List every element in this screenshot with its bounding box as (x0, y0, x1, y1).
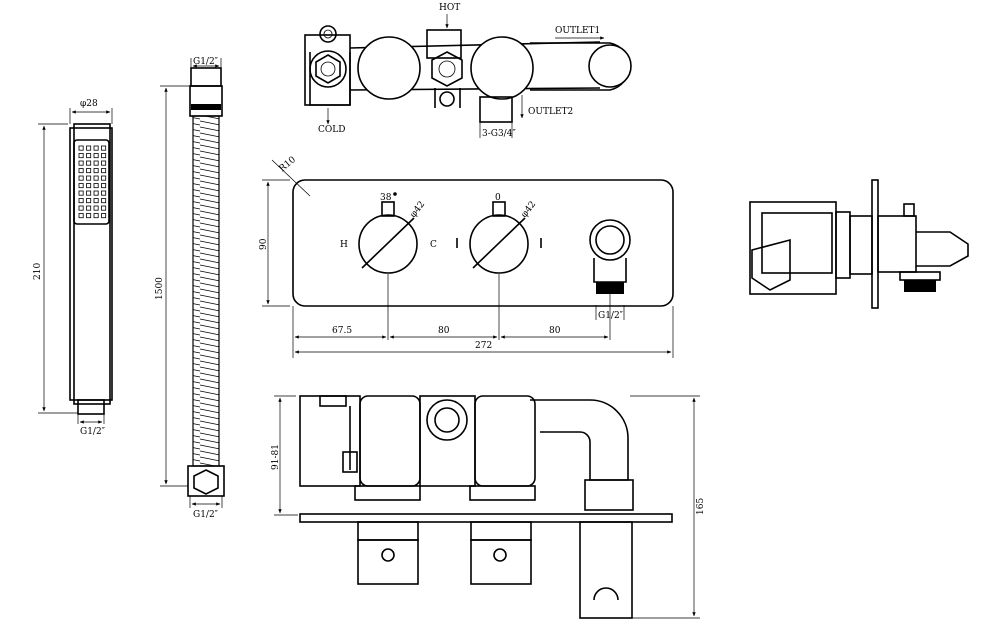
cold-label: COLD (318, 125, 345, 135)
nozzle (101, 198, 107, 204)
nozzle (101, 205, 107, 211)
nozzle (101, 190, 107, 196)
hot-label: HOT (439, 3, 460, 13)
nozzle (101, 175, 107, 181)
degree-dot (393, 192, 397, 196)
handset-diameter: φ28 (80, 99, 98, 109)
plate-radius: R10 (278, 155, 299, 175)
temp-mark: 38 (380, 193, 392, 203)
side-view-drawing (749, 179, 969, 309)
nozzle (101, 160, 107, 166)
nozzle (93, 145, 99, 151)
nozzle (101, 213, 107, 219)
nozzle (101, 168, 107, 174)
nozzle (93, 198, 99, 204)
outlet2-label: OUTLET2 (528, 107, 573, 117)
outlet1-label: OUTLET1 (555, 26, 600, 36)
nozzle (86, 183, 92, 189)
nozzle (78, 190, 84, 196)
dim-67-5: 67.5 (332, 326, 352, 336)
hose-bottom-thread: G1/2″ (193, 510, 219, 520)
nozzle (78, 153, 84, 159)
dim-80-a: 80 (438, 326, 450, 336)
nozzle (101, 145, 107, 151)
nozzle (78, 198, 84, 204)
nozzle (93, 205, 99, 211)
knob-diameter-right: φ42 (519, 200, 538, 220)
nozzle (78, 175, 84, 181)
nozzle (78, 213, 84, 219)
nozzle (78, 205, 84, 211)
side-height: 165 (696, 498, 706, 515)
depth-range: 91-81 (271, 444, 281, 470)
nozzle (86, 153, 92, 159)
front-plate-drawing (262, 159, 674, 358)
nozzle (86, 198, 92, 204)
outlet-thread-label: G1/2″ (598, 311, 624, 321)
dim-272: 272 (475, 341, 492, 351)
nozzle (78, 168, 84, 174)
inlet-thread-label: 3-G3/4″ (482, 129, 516, 139)
nozzle (86, 145, 92, 151)
nozzle (86, 175, 92, 181)
nozzle (93, 168, 99, 174)
handset-nozzles (78, 145, 107, 219)
nozzle (86, 190, 92, 196)
nozzle (101, 153, 107, 159)
nozzle (101, 183, 107, 189)
nozzle (78, 183, 84, 189)
knob-diameter-left: φ42 (408, 200, 427, 220)
nozzle (93, 160, 99, 166)
hose-length: 1500 (155, 277, 165, 300)
nozzle (86, 168, 92, 174)
handset-drawing (38, 108, 113, 424)
plate-height: 90 (259, 238, 269, 250)
left-c-label: C (430, 240, 437, 250)
nozzle (93, 213, 99, 219)
nozzle (93, 153, 99, 159)
flow-zero-label: 0 (495, 193, 501, 203)
section-view-drawing (274, 395, 700, 619)
nozzle (86, 213, 92, 219)
nozzle (86, 160, 92, 166)
handset-thread: G1/2″ (80, 427, 106, 437)
valve-top-view (304, 14, 632, 138)
dim-80-b: 80 (549, 326, 561, 336)
nozzle (78, 145, 84, 151)
left-h-label: H (340, 240, 348, 250)
nozzle (93, 183, 99, 189)
handset-length: 210 (33, 263, 43, 280)
nozzle (93, 175, 99, 181)
nozzle (78, 160, 84, 166)
hose-drawing (160, 58, 225, 508)
hose-top-thread: G1/2″ (193, 57, 219, 67)
nozzle (86, 205, 92, 211)
nozzle (93, 190, 99, 196)
